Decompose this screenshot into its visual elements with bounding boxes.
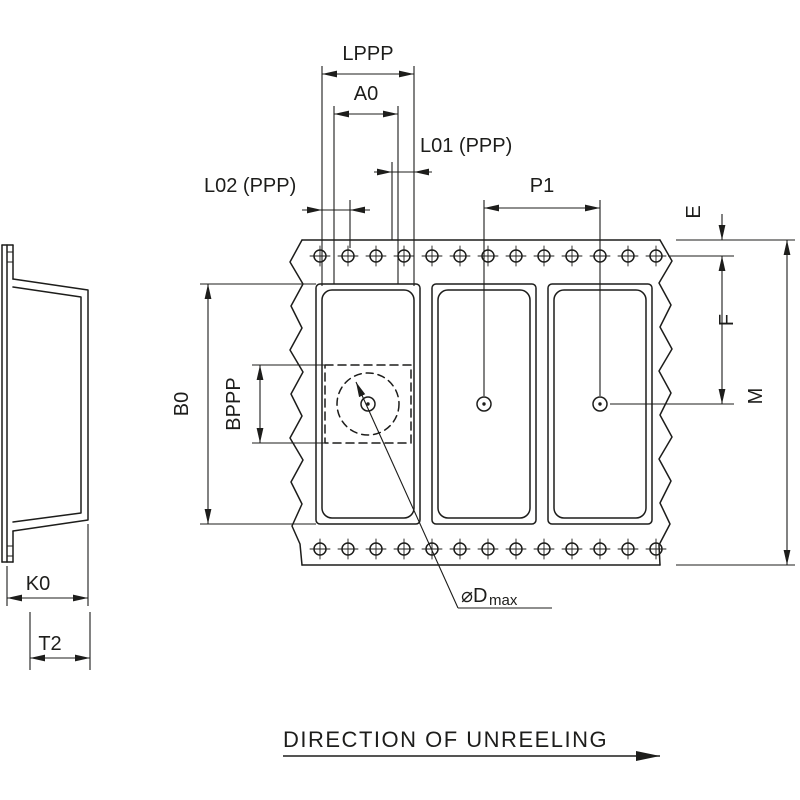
sprocket-hole-cross [309,245,331,267]
label-l02: L02 (PPP) [204,175,296,197]
sprocket-hole-cross [337,538,359,560]
dim-b0 [200,283,316,525]
side-section-view [1,244,89,563]
pocket-center-hole [592,396,608,412]
dimensions [6,66,795,761]
label-b0: B0 [171,392,193,416]
carrier-tape-top-view [289,239,673,566]
label-l01: L01 (PPP) [420,135,512,157]
sprocket-hole-cross [589,538,611,560]
pocket-outline-outer [315,283,421,525]
label-k0: K0 [26,573,50,595]
pocket-center-dot [598,402,602,406]
sprocket-hole-cross [645,245,667,267]
sprocket-hole-cross [505,538,527,560]
label-e: E [683,205,705,218]
dim-p1 [483,200,601,396]
dim-l02 [302,200,370,248]
pocket-center-dot [366,402,370,406]
direction-of-unreeling-text: DIRECTION OF UNREELING [283,727,608,752]
sprocket-hole-cross [617,538,639,560]
dim-bppp [252,364,325,444]
sprocket-hole-cross [449,245,471,267]
sprocket-hole-cross [533,538,555,560]
b0-extension-lines [200,283,316,525]
pocket-center-dot [482,402,486,406]
sprocket-hole-section-marks [6,251,14,557]
label-f: F [716,314,738,326]
dim-f [610,256,734,405]
label-dmax-sub: max [489,592,518,609]
dim-k0 [6,524,89,606]
sprocket-hole-cross [337,245,359,267]
pocket-center-hole [476,396,492,412]
sprocket-hole-cross [477,245,499,267]
label-lppp: LPPP [342,43,393,65]
label-p1: P1 [530,175,554,197]
label-dmax: ⌀D [461,585,487,607]
labels: LPPP A0 L01 (PPP) L02 (PPP) P1 E F M B0 … [26,43,767,752]
sprocket-hole-cross [561,245,583,267]
sprocket-hole-cross [561,538,583,560]
sprocket-hole-cross [617,245,639,267]
sprocket-hole-cross [477,538,499,560]
bppp-extension-lines [252,364,325,444]
dim-e [668,214,734,257]
pocket-1 [315,283,421,525]
sprocket-hole-cross [393,245,415,267]
pocket-profile-outer [12,278,89,532]
sprocket-hole-cross [365,245,387,267]
label-a0: A0 [354,83,378,105]
dmax-leader [355,381,552,609]
sprocket-hole-cross [309,538,331,560]
label-t2: T2 [38,633,61,655]
sprocket-hole-cross [421,538,443,560]
dim-lppp [321,66,415,286]
a0-extension-lines [333,106,399,284]
dim-a0 [333,106,399,284]
tape-torn-edge-right [658,239,673,566]
sprocket-hole-cross [421,245,443,267]
pocket-center-hole [360,396,376,412]
pocket-outline-inner [321,289,415,519]
sprocket-hole-cross [505,245,527,267]
sprocket-hole-cross [533,245,555,267]
tape-torn-edge-left [289,239,304,566]
p1-extension-lines [483,200,601,396]
dashed-reference-circle [336,372,400,436]
label-m: M [745,388,767,405]
dim-m [676,239,795,566]
m-extension-lines [676,239,795,566]
dim-t2 [29,612,91,670]
dashed-reference-box [324,364,412,444]
label-bppp: BPPP [223,377,245,430]
sprocket-hole-cross [645,538,667,560]
sprocket-hole-cross [449,538,471,560]
dim-l01 [374,162,432,240]
pocket-profile-inner [12,286,82,523]
sprocket-holes [309,245,667,560]
dashed-reference-feature [324,364,412,444]
dmax-leader-line [355,381,459,609]
lppp-extension-lines [321,66,415,286]
sprocket-hole-cross [365,538,387,560]
sprocket-hole-cross [393,538,415,560]
